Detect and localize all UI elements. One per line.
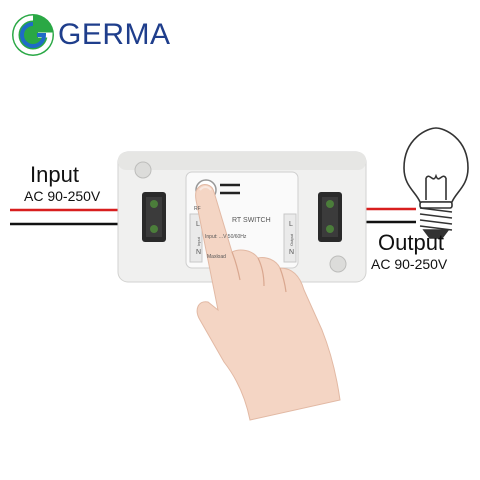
device-spec-line: Input: ...V 50/60Hz — [205, 234, 247, 240]
output-voltage: AC 90-250V — [371, 256, 448, 272]
left-terminal-caption: Input — [196, 236, 201, 246]
device-max-label: Maxload — [207, 254, 226, 260]
device-label: RT SWITCH — [232, 217, 271, 224]
light-bulb-icon — [403, 127, 469, 239]
brand-name: GERMA — [58, 18, 171, 51]
hand-icon — [195, 184, 341, 421]
left-terminal-l: L — [196, 221, 200, 228]
output-title: Output — [378, 230, 445, 255]
germa-logo-icon — [12, 14, 54, 56]
right-terminal-n: N — [289, 249, 294, 256]
input-title: Input — [30, 162, 79, 187]
input-voltage: AC 90-250V — [24, 188, 101, 204]
left-terminal-n: N — [196, 249, 201, 256]
right-terminal-l: L — [289, 221, 293, 228]
right-terminal-caption: Output — [289, 233, 294, 246]
device-rf-label: RF — [194, 206, 201, 212]
